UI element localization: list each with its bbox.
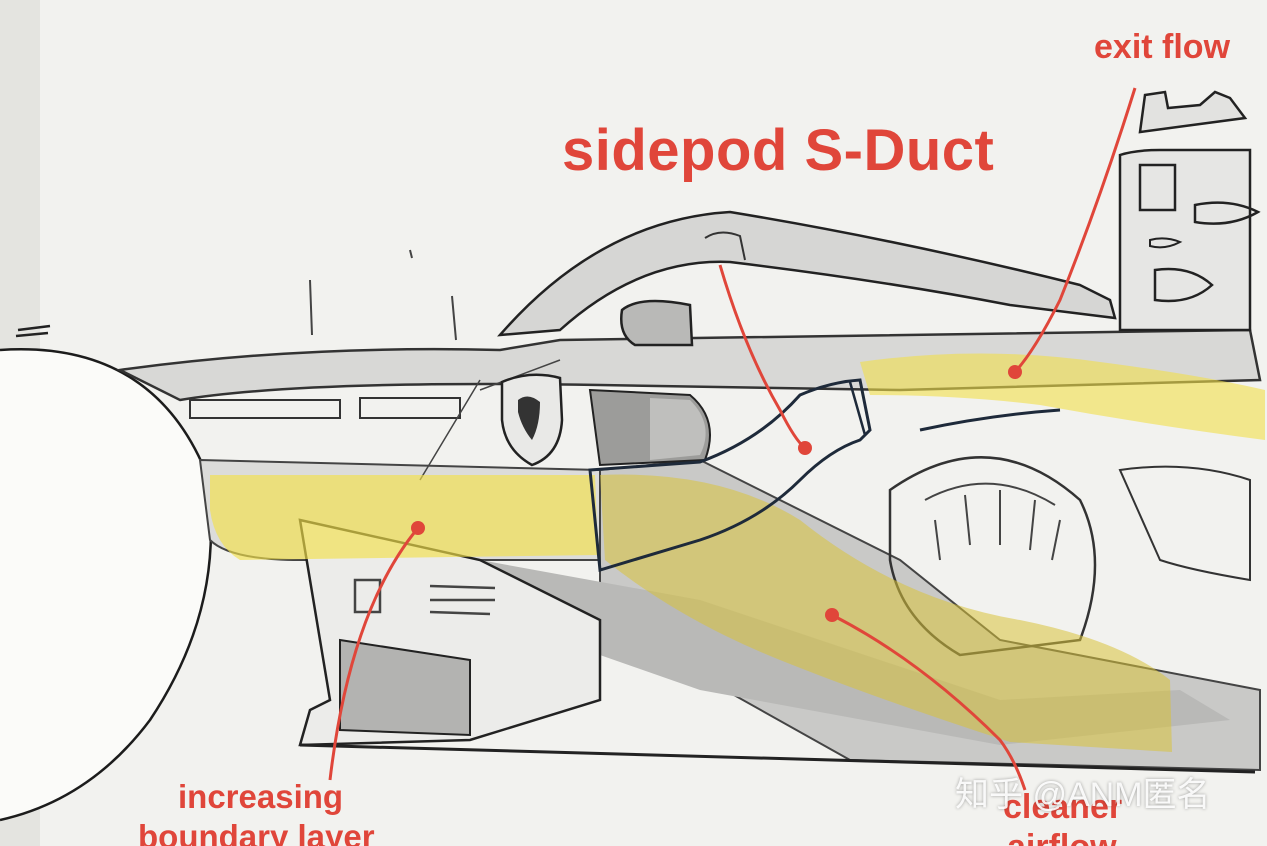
boundary-layer-pointer [328,527,420,781]
label-increasing-boundary-layer-line1: increasing [178,778,344,815]
label-cleaner-airflow-line1: cleaner [1003,788,1123,826]
cleaner-airflow-highlight [600,474,1172,752]
diagram-title: sidepod S-Duct [562,118,995,183]
mirror [620,299,694,347]
s-duct-pointer [718,264,806,450]
cleaner-airflow-pointer [831,613,1027,791]
label-exit-flow: exit flow [1094,28,1231,66]
boundary-layer-highlight [210,475,598,560]
exit-flow-pointer [1013,87,1137,374]
label-increasing-boundary-layer-line2: boundary layer [138,818,375,846]
floor-edge [299,743,1256,774]
exit-flow-highlight [860,353,1265,440]
airbox [1118,148,1252,332]
label-cleaner-airflow-line2: airflow [1007,830,1117,846]
watermark: 知乎 @ANM匿名 [955,776,1211,814]
halo [497,210,1117,337]
front-tyre-outline [0,348,213,822]
